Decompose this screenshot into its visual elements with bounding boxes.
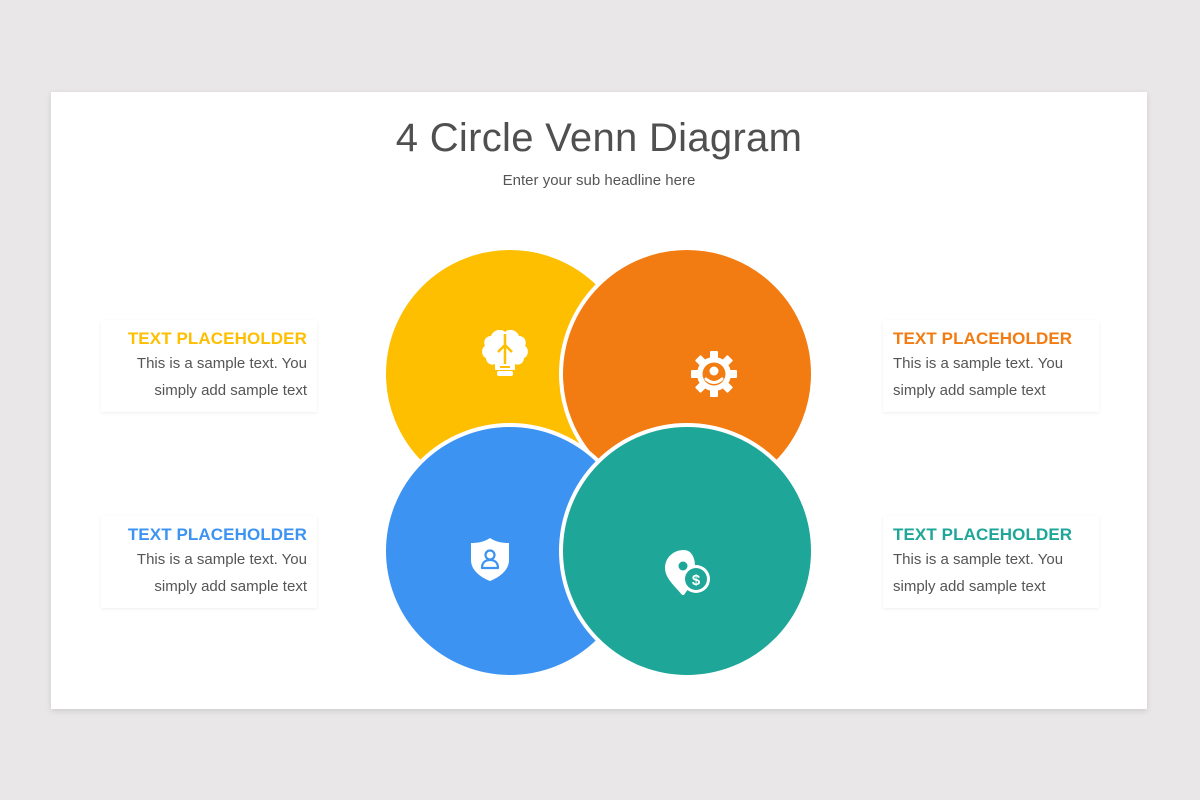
page-title: 4 Circle Venn Diagram: [395, 116, 803, 160]
card-body-line1: This is a sample text. You: [136, 551, 307, 568]
text-card-blue: TEXT PLACEHOLDER This is a sample text. …: [101, 516, 317, 608]
card-body-line1: This is a sample text. You: [136, 355, 307, 372]
text-card-orange: TEXT PLACEHOLDER This is a sample text. …: [883, 320, 1099, 412]
card-body-line2: simply add sample text: [154, 382, 307, 399]
card-body-line2: simply add sample text: [154, 578, 307, 595]
card-body-line1: This is a sample text. You: [893, 355, 1064, 372]
page-subtitle: Enter your sub headline here: [502, 172, 696, 189]
card-title: TEXT PLACEHOLDER: [893, 329, 1073, 348]
text-card-yellow: TEXT PLACEHOLDER This is a sample text. …: [101, 320, 317, 412]
shield-user-icon: [471, 538, 509, 581]
card-body-line2: simply add sample text: [893, 382, 1046, 399]
card-title: TEXT PLACEHOLDER: [127, 329, 307, 348]
card-title: TEXT PLACEHOLDER: [127, 525, 307, 544]
gear-user-icon: [691, 351, 737, 397]
svg-text:$: $: [692, 572, 701, 589]
venn-diagram: $: [382, 246, 815, 679]
card-body-line1: This is a sample text. You: [893, 551, 1064, 568]
brain-lightbulb-icon: [482, 329, 528, 376]
card-body-line2: simply add sample text: [893, 578, 1046, 595]
card-title: TEXT PLACEHOLDER: [893, 525, 1073, 544]
location-dollar-icon: $: [665, 550, 710, 595]
slide: 4 Circle Venn Diagram Enter your sub hea…: [51, 92, 1147, 709]
text-card-teal: TEXT PLACEHOLDER This is a sample text. …: [883, 516, 1099, 608]
